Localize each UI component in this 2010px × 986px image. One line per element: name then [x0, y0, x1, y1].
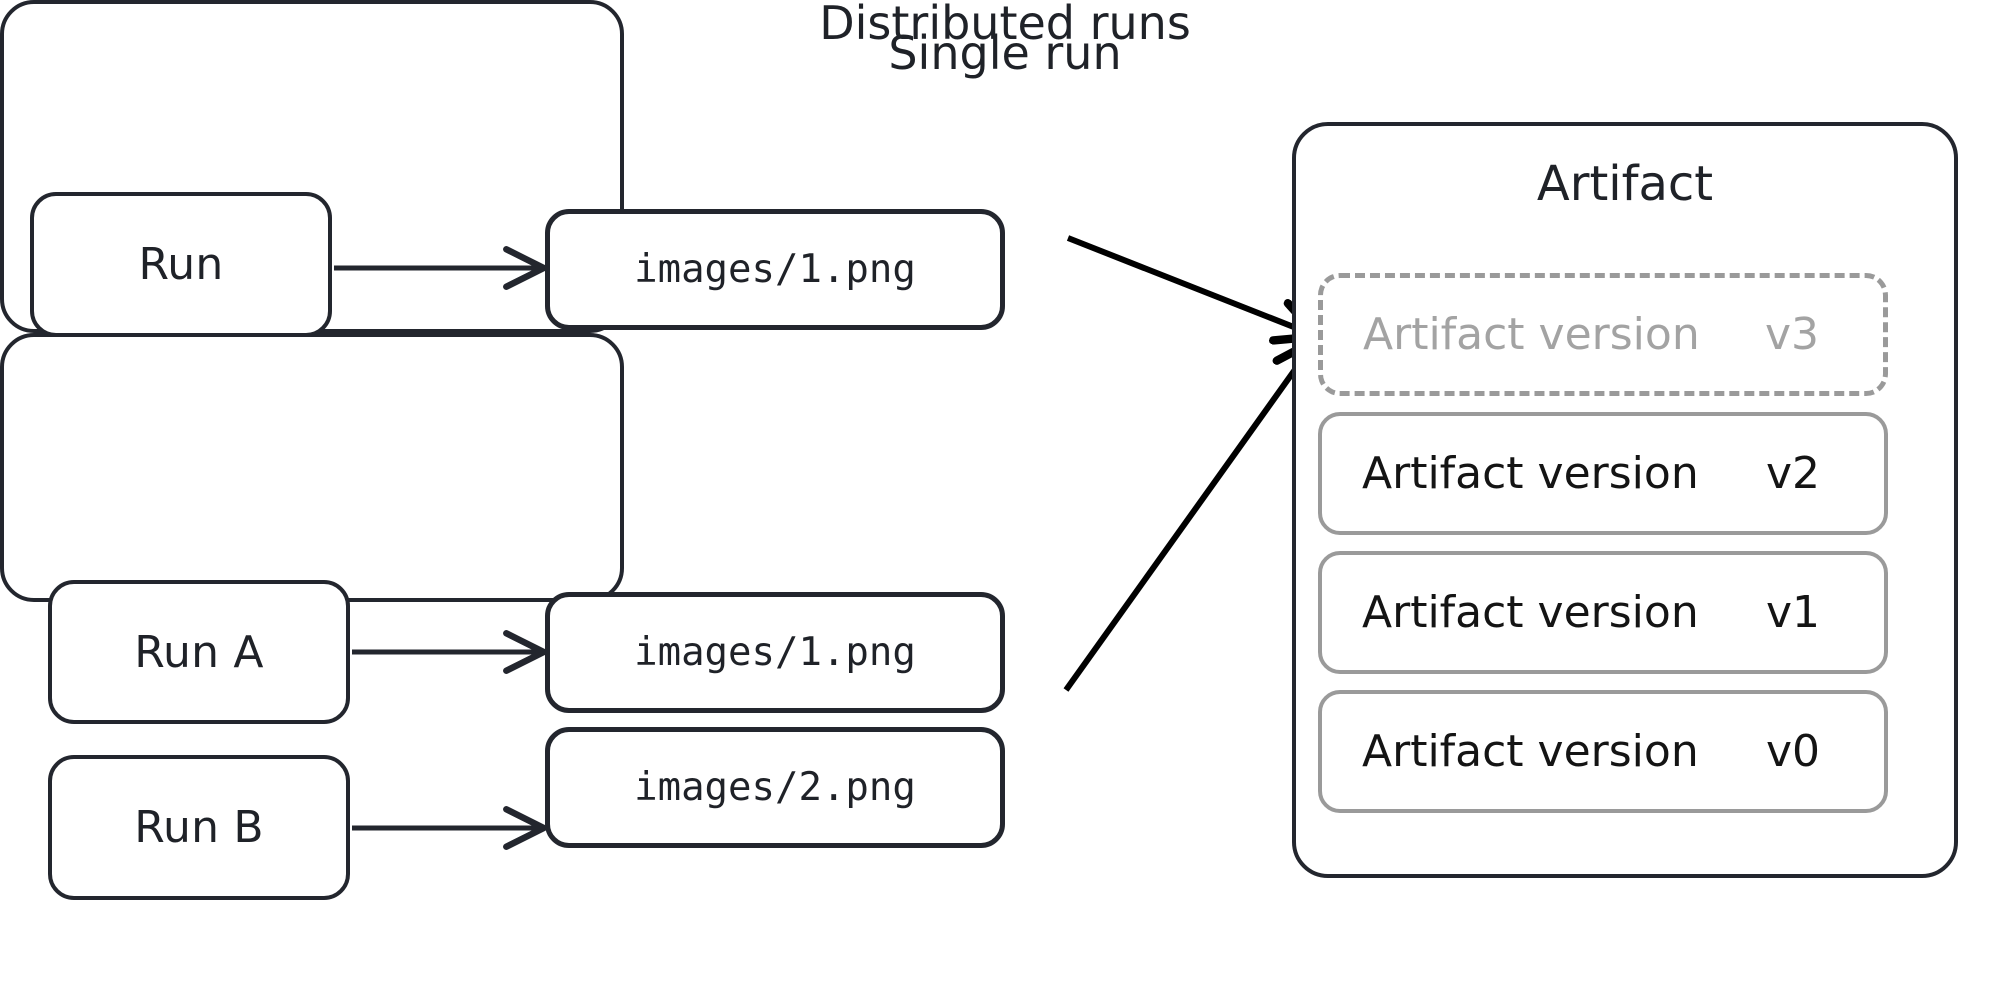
artifact-version-row-v0-number: v0 — [1765, 726, 1820, 777]
artifact-version-row-v3[interactable]: Artifact version v3 — [1318, 273, 1888, 396]
run-node-b-label: Run B — [134, 802, 264, 853]
artifact-version-row-v2[interactable]: Artifact version v2 — [1318, 412, 1888, 535]
run-node-a-label: Run A — [134, 626, 264, 678]
artifact-version-row-v1-label: Artifact version — [1362, 587, 1699, 638]
run-node-b[interactable]: Run B — [48, 755, 350, 900]
file-node-dist-1-label: images/1.png — [634, 630, 916, 675]
file-node-dist-1[interactable]: images/1.png — [545, 592, 1005, 713]
artifact-version-row-v2-label: Artifact version — [1362, 448, 1699, 499]
artifact-panel-title: Artifact — [1536, 156, 1714, 212]
edge-distributed-runs-to-artifact-v3 — [1063, 343, 1314, 692]
distributed-runs-group[interactable]: Distributed runs — [0, 0, 1191, 602]
artifact-version-row-v1[interactable]: Artifact version v1 — [1318, 551, 1888, 674]
run-node-a[interactable]: Run A — [48, 580, 350, 724]
file-node-single-1-label: images/1.png — [634, 247, 916, 292]
run-node-single[interactable]: Run — [30, 192, 332, 337]
artifact-version-row-v3-label: Artifact version — [1363, 309, 1700, 360]
file-node-single-1[interactable]: images/1.png — [545, 209, 1005, 330]
file-node-dist-2-label: images/2.png — [634, 765, 916, 810]
artifact-version-row-v0-label: Artifact version — [1362, 726, 1699, 777]
run-node-single-label: Run — [138, 239, 224, 290]
file-node-dist-2[interactable]: images/2.png — [545, 727, 1005, 848]
distributed-runs-group-title: Distributed runs — [819, 0, 1191, 50]
artifact-version-row-v0[interactable]: Artifact version v0 — [1318, 690, 1888, 813]
edge-single-run-to-artifact-v3 — [1066, 235, 1314, 335]
single-run-group-title: Single run — [888, 26, 1122, 80]
artifact-version-row-v2-number: v2 — [1765, 448, 1820, 499]
artifact-version-row-v3-number: v3 — [1764, 309, 1819, 360]
artifact-version-row-v1-number: v1 — [1765, 587, 1820, 638]
